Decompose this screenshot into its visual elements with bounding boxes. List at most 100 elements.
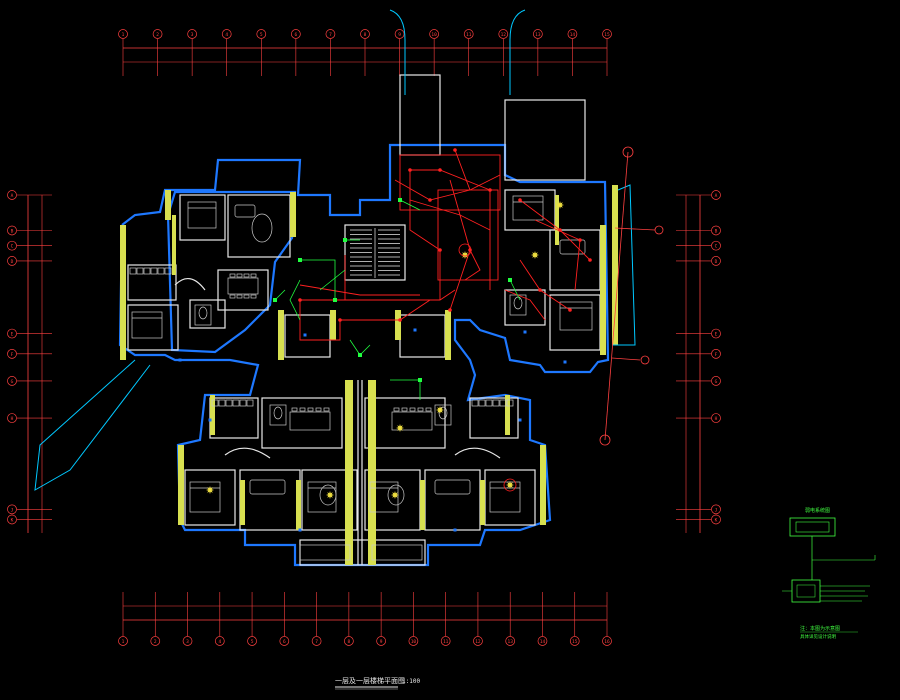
bottom-axis-bubble bbox=[150, 636, 161, 646]
arc-doors-left bbox=[174, 278, 501, 459]
ceiling-light bbox=[556, 201, 564, 209]
accent-lines bbox=[34, 9, 636, 491]
bottom-axis-bubble bbox=[214, 636, 225, 646]
toilet bbox=[513, 296, 523, 310]
right-axis-bubble bbox=[711, 256, 721, 266]
bottom-axis-bubble bbox=[569, 636, 580, 646]
detail-box-inner bbox=[795, 521, 830, 533]
room-ul-bed bbox=[179, 194, 226, 241]
top-axis-label: 10 bbox=[431, 32, 437, 38]
weak-current-outlet bbox=[508, 278, 512, 282]
column bbox=[172, 215, 176, 275]
bottom-axis-label: 1 bbox=[122, 639, 125, 645]
kitchen-counter bbox=[506, 399, 514, 407]
right-axis-bubble bbox=[711, 376, 721, 386]
chair bbox=[229, 273, 236, 278]
top-axis-label: 15 bbox=[604, 32, 610, 38]
electrical-node bbox=[408, 168, 412, 172]
socket-marker bbox=[523, 330, 527, 334]
top-axis-bubble bbox=[533, 29, 543, 39]
right-axis-bubble bbox=[711, 349, 721, 359]
column bbox=[480, 480, 485, 525]
bottom-axis-bubble bbox=[247, 636, 257, 646]
room-ll-dining bbox=[261, 397, 343, 449]
drawing-scale: 1:100 bbox=[402, 678, 420, 685]
socket-marker bbox=[298, 528, 302, 532]
chair bbox=[401, 407, 408, 412]
socket-marker bbox=[413, 328, 417, 332]
bathroom-fixture bbox=[194, 304, 212, 326]
bottom-axis-bubble bbox=[279, 636, 290, 646]
right-axis-label: E bbox=[715, 332, 718, 338]
detail-panel-inner bbox=[796, 584, 816, 598]
top-axis-bubble bbox=[187, 29, 197, 39]
right-axis-label: D bbox=[715, 259, 718, 265]
sofa bbox=[249, 479, 286, 495]
room-ul-kitchen bbox=[127, 264, 177, 301]
electrical-node bbox=[558, 228, 562, 232]
diag-bubble bbox=[654, 225, 664, 235]
detail-box-top bbox=[789, 517, 836, 537]
electrical-room-outline bbox=[399, 154, 501, 211]
socket-marker bbox=[518, 418, 522, 422]
bed bbox=[369, 481, 399, 513]
right-axis-bubble bbox=[711, 413, 721, 423]
ceiling-light bbox=[531, 251, 539, 259]
electrical-node bbox=[568, 308, 572, 312]
dining-table bbox=[391, 411, 433, 431]
weak-current-outlet bbox=[298, 258, 302, 262]
ramp bbox=[34, 359, 151, 491]
bottom-axis-bubble bbox=[602, 636, 612, 646]
weak-current-outlet bbox=[273, 298, 277, 302]
bed bbox=[559, 301, 593, 331]
left-axis-bubble bbox=[7, 256, 17, 266]
weak-current-wire bbox=[319, 269, 346, 291]
column bbox=[395, 310, 401, 340]
column bbox=[290, 192, 296, 237]
right-axis-label: B bbox=[715, 228, 718, 234]
column bbox=[505, 395, 510, 435]
left-axis-bubble bbox=[7, 190, 17, 200]
socket-marker bbox=[208, 418, 212, 422]
left-axis-label: F bbox=[11, 352, 14, 358]
bottom-axis-label: 10 bbox=[411, 639, 417, 645]
chair bbox=[250, 273, 257, 278]
electrical-wire bbox=[464, 249, 481, 281]
chair bbox=[291, 407, 298, 412]
chair bbox=[307, 407, 314, 412]
entrance-arc-left bbox=[389, 9, 406, 95]
weak-current-wire bbox=[289, 279, 301, 321]
drawing-title: 一层及一层楼梯平面图 bbox=[335, 676, 405, 685]
top-axis-label: 5 bbox=[260, 32, 263, 38]
top-axis-label: 11 bbox=[466, 32, 472, 38]
top-axis-label: 14 bbox=[570, 32, 576, 38]
socket-marker bbox=[178, 358, 182, 362]
column bbox=[240, 480, 245, 525]
diag-axis-bubble bbox=[622, 146, 634, 158]
light-fixtures bbox=[178, 201, 567, 532]
kitchen-counter bbox=[143, 267, 151, 275]
balcony-furniture bbox=[299, 544, 351, 561]
left-axis-label: E bbox=[11, 332, 14, 338]
weak-current-outlet bbox=[358, 353, 362, 357]
kitchen-counter bbox=[225, 399, 233, 407]
diag-axis-line bbox=[604, 151, 629, 441]
electrical-wire bbox=[299, 284, 420, 296]
room-lr-dining bbox=[364, 397, 446, 449]
weak-current-wiring bbox=[273, 198, 521, 400]
left-axis-bubble bbox=[7, 514, 17, 525]
electrical-node bbox=[588, 258, 592, 262]
electrical-node bbox=[438, 168, 442, 172]
bottom-axis-label: 6 bbox=[283, 639, 286, 645]
top-axis-label: 2 bbox=[156, 32, 159, 38]
sofa bbox=[434, 479, 471, 495]
bed bbox=[189, 481, 221, 513]
column bbox=[345, 380, 353, 565]
detail-feeders bbox=[782, 585, 870, 602]
electrical-wire bbox=[410, 169, 491, 290]
top-axis-bubble bbox=[498, 29, 509, 39]
left-axis-label: K bbox=[11, 517, 14, 523]
bottom-axis-label: 7 bbox=[315, 639, 318, 645]
